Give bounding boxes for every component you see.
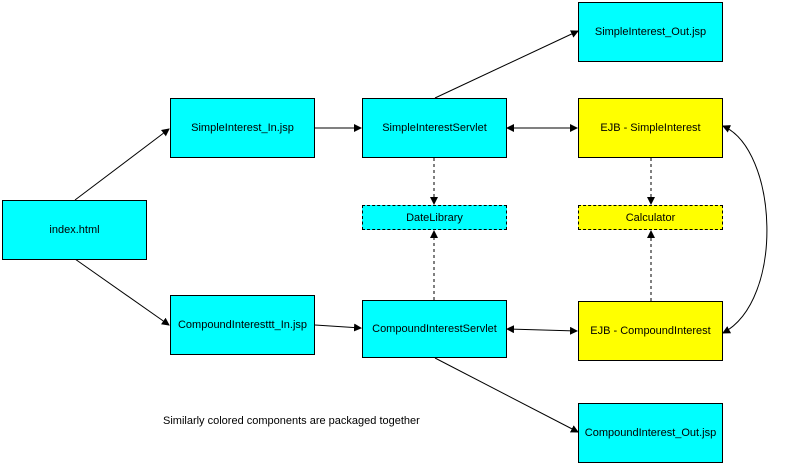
edge-compound-in-to-servlet — [314, 323, 362, 332]
node-ejb-compoundinterest: EJB - CompoundInterest — [578, 301, 723, 361]
edge-simple-servlet-to-out — [434, 30, 579, 99]
node-simpleinterest-out-jsp: SimpleInterest_Out.jsp — [578, 2, 723, 62]
edge-index-to-simple-in — [74, 128, 170, 201]
edge-index-to-compound-in — [74, 258, 170, 326]
node-index-html: index.html — [2, 200, 147, 260]
node-compoundinterest-out-jsp: CompoundInterest_Out.jsp — [578, 403, 723, 463]
edge-compound-servlet-ejb — [506, 325, 578, 335]
node-calculator: Calculator — [578, 205, 723, 230]
node-ejb-simpleinterest: EJB - SimpleInterest — [578, 98, 723, 158]
edge-compound-servlet-to-out — [434, 357, 579, 433]
node-simpleinterest-in-jsp: SimpleInterest_In.jsp — [170, 98, 315, 158]
node-compoundinterest-in-jsp: CompoundInteresttt_In.jsp — [170, 295, 315, 355]
node-datelibrary: DateLibrary — [362, 205, 507, 230]
node-compoundinterest-servlet: CompoundInterestServlet — [362, 300, 507, 358]
edge-ejb-simple-ejb-compound — [722, 125, 768, 334]
diagram-caption: Similarly colored components are package… — [163, 415, 420, 427]
node-simpleinterest-servlet: SimpleInterestServlet — [362, 98, 507, 158]
